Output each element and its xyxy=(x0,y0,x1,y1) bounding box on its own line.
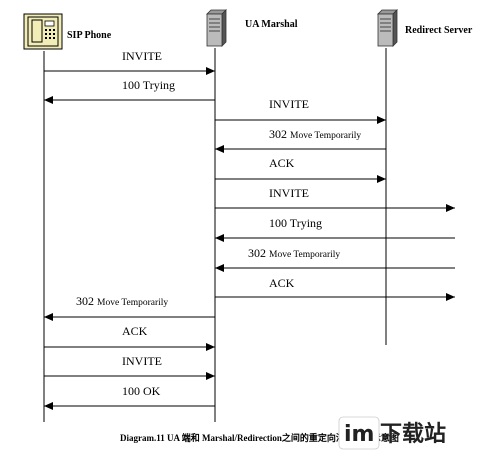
message-label-sub: Move Temporarily xyxy=(290,131,361,141)
message-label-main: 302 xyxy=(248,246,266,260)
message-label-main: 302 xyxy=(76,294,94,308)
message-label: ACK xyxy=(269,156,295,170)
message-label-sub: Move Temporarily xyxy=(269,250,340,260)
message-arrow-head xyxy=(377,116,386,124)
actor-label-ua-marshal: UA Marshal xyxy=(245,19,298,30)
message-arrow-head xyxy=(215,145,224,153)
message-7: 100 Trying xyxy=(215,216,455,242)
message-arrow-head xyxy=(377,175,386,183)
message-13: 100 OK xyxy=(44,384,215,410)
message-12: INVITE xyxy=(44,354,215,380)
message-label-sub: Move Temporarily xyxy=(97,298,168,308)
message-label-main: INVITE xyxy=(269,97,309,111)
sip-phone-icon xyxy=(23,13,63,50)
message-11: ACK xyxy=(44,324,215,351)
message-label: INVITE xyxy=(269,186,309,200)
redirect-server-icon xyxy=(377,9,398,47)
diagram-caption: Diagram.11 UA 端和 Marshal/Redirection之间的重… xyxy=(120,432,399,443)
message-9: ACK xyxy=(215,276,455,301)
message-label-main: INVITE xyxy=(269,186,309,200)
site-watermark: im 下载站 xyxy=(338,416,446,450)
message-label-main: 100 Trying xyxy=(269,216,322,230)
message-label-main: 100 OK xyxy=(122,384,161,398)
message-arrow-head xyxy=(446,293,455,301)
actor-label-redirect-server: Redirect Server xyxy=(405,25,473,36)
message-label-main: INVITE xyxy=(122,49,162,63)
message-5: ACK xyxy=(215,156,386,183)
message-label: INVITE xyxy=(122,49,162,63)
message-6: INVITE xyxy=(215,186,455,212)
message-label-main: INVITE xyxy=(122,354,162,368)
watermark-left-text: im xyxy=(344,422,374,447)
message-arrow-head xyxy=(446,204,455,212)
actor-label-sip-phone: SIP Phone xyxy=(67,30,112,41)
message-label: 100 OK xyxy=(122,384,161,398)
message-2: 100 Trying xyxy=(44,78,215,104)
message-arrow-head xyxy=(206,67,215,75)
message-arrow-head xyxy=(206,343,215,351)
message-label-main: 100 Trying xyxy=(122,78,175,92)
message-label: INVITE xyxy=(269,97,309,111)
message-arrow-head xyxy=(44,96,53,104)
message-label-main: 302 xyxy=(269,127,287,141)
message-arrow-head xyxy=(215,264,224,272)
message-label-main: ACK xyxy=(269,276,295,290)
message-label: ACK xyxy=(122,324,148,338)
watermark-right-text: 下载站 xyxy=(380,421,446,447)
message-label: ACK xyxy=(269,276,295,290)
message-arrow-head xyxy=(44,402,53,410)
message-label-main: ACK xyxy=(269,156,295,170)
message-3: INVITE xyxy=(215,97,386,124)
message-arrow-head xyxy=(206,372,215,380)
message-label: INVITE xyxy=(122,354,162,368)
message-arrow-head xyxy=(44,313,53,321)
message-label: 100 Trying xyxy=(269,216,322,230)
ua-marshal-server-icon xyxy=(206,9,227,47)
message-label: 100 Trying xyxy=(122,78,175,92)
message-arrow-head xyxy=(215,234,224,242)
message-label-main: ACK xyxy=(122,324,148,338)
message-1: INVITE xyxy=(44,49,215,75)
